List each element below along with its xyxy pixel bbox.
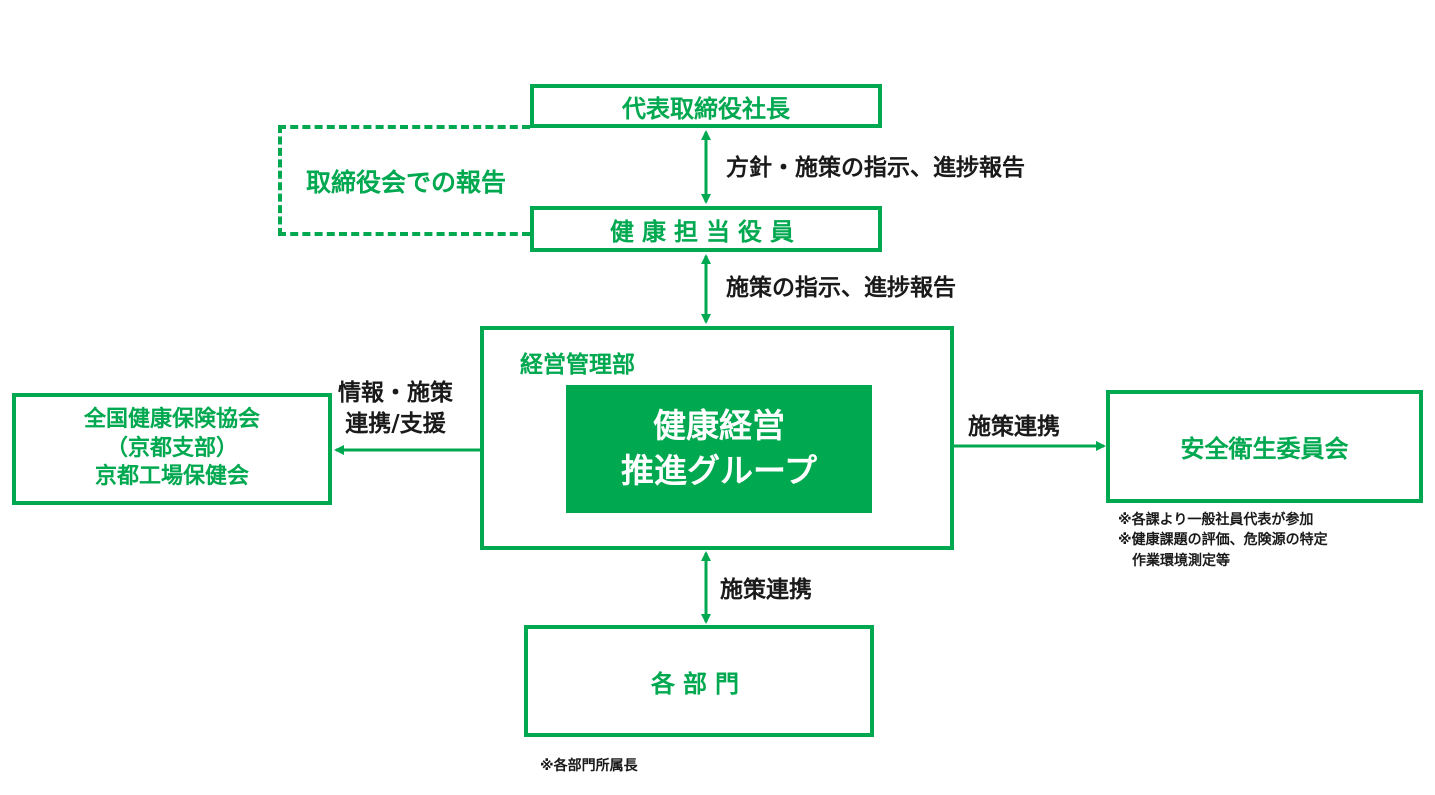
edge-label-kyokai-group: 情報・施策 連携/支援 <box>338 378 453 440</box>
ceo-label: 代表取締役社長 <box>622 94 790 123</box>
edge-label-kyokai-line-1: 情報・施策 <box>338 380 453 406</box>
promo-group-line-2: 推進グループ <box>620 451 818 490</box>
edge-label-kyokai-line-2: 連携/支援 <box>345 411 446 438</box>
health-officer-box: 健康担当役員 <box>530 206 882 252</box>
edge-label-ceo-officer: 方針・施策の指示、進捗報告 <box>726 155 1025 181</box>
health-promotion-group: 健康経営 推進グループ <box>566 385 872 513</box>
kyokai-line-2: （京都支部） <box>105 435 238 461</box>
board-report-label: 取締役会での報告 <box>305 167 506 197</box>
departments-label: 各部門 <box>651 669 747 698</box>
kyokai-box: 全国健康保険協会 （京都支部） 京都工場保健会 <box>12 393 332 505</box>
safety-committee-label: 安全衛生委員会 <box>1180 435 1349 463</box>
kyokai-line-1: 全国健康保険協会 <box>83 407 260 433</box>
safety-note-2: ※健康課題の評価、危険源の特定 <box>1118 532 1328 549</box>
edge-label-group-safety: 施策連携 <box>968 414 1060 440</box>
mgmt-dept-title: 経営管理部 <box>520 352 635 378</box>
safety-committee-notes: ※各課より一般社員代表が参加 ※健康課題の評価、危険源の特定 作業環境測定等 <box>1118 510 1328 571</box>
departments-box: 各部門 <box>524 625 874 737</box>
edge-label-mgmt-departments: 施策連携 <box>720 577 812 603</box>
board-report-bracket: 取締役会での報告 <box>278 125 530 236</box>
safety-note-3: 作業環境測定等 <box>1118 552 1230 569</box>
kyokai-line-3: 京都工場保健会 <box>94 464 249 490</box>
safety-committee-box: 安全衛生委員会 <box>1106 390 1423 503</box>
edge-label-officer-mgmt: 施策の指示、進捗報告 <box>726 275 956 301</box>
departments-note: ※各部門所属長 <box>540 758 638 774</box>
promo-group-line-1: 健康経営 <box>653 406 785 446</box>
health-officer-label: 健康担当役員 <box>610 217 802 246</box>
safety-note-1: ※各課より一般社員代表が参加 <box>1118 512 1314 528</box>
ceo-box: 代表取締役社長 <box>530 84 882 128</box>
